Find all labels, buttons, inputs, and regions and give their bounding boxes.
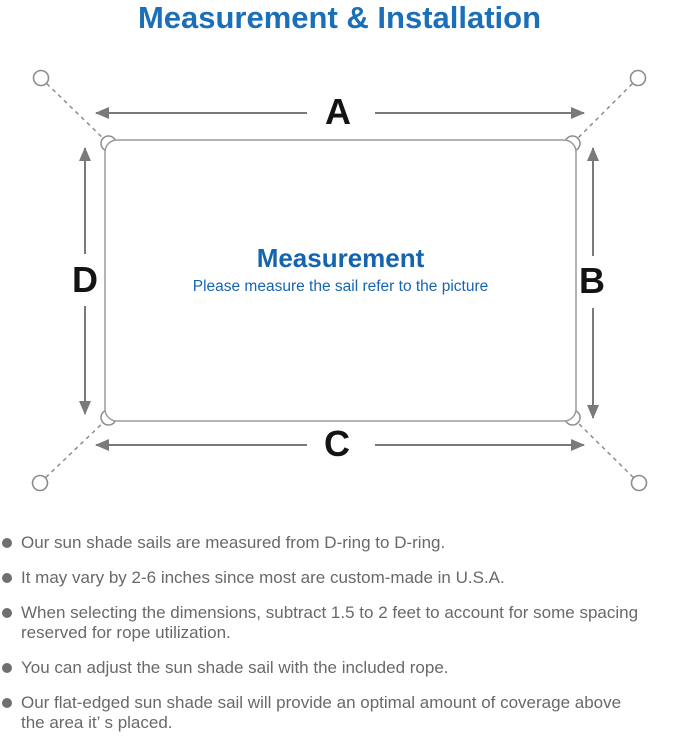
rope-dashed-line	[572, 77, 639, 144]
dimension-arrows	[79, 107, 599, 451]
measurement-subtitle: Please measure the sail refer to the pic…	[192, 278, 489, 295]
note-item: When selecting the dimensions, subtract …	[2, 603, 674, 643]
rope-dashed-line	[40, 77, 109, 144]
page-title: Measurement & Installation	[137, 0, 542, 35]
corner-anchor-ring-icon	[629, 69, 647, 87]
sail-outline	[104, 139, 577, 422]
bullet-icon	[2, 663, 12, 673]
bullet-icon	[2, 538, 12, 548]
corner-anchor-rings	[31, 69, 648, 492]
notes-list: Our sun shade sails are measured from D-…	[2, 533, 674, 739]
bullet-icon	[2, 573, 12, 583]
note-text: When selecting the dimensions, subtract …	[21, 603, 639, 642]
rope-dashed-line	[572, 417, 640, 484]
note-text: It may vary by 2-6 inches since most are…	[21, 568, 505, 587]
note-item: You can adjust the sun shade sail with t…	[2, 658, 674, 678]
dimension-label-d: D	[72, 259, 98, 300]
dimension-label-a: A	[325, 91, 351, 132]
note-item: Our sun shade sails are measured from D-…	[2, 533, 674, 553]
rope-dashed-line	[39, 417, 109, 484]
corner-anchor-ring-icon	[31, 474, 49, 492]
corner-anchor-ring-icon	[32, 69, 50, 87]
note-item: Our flat-edged sun shade sail will provi…	[2, 693, 674, 733]
dimension-label-c: C	[324, 423, 350, 464]
note-text: Our sun shade sails are measured from D-…	[21, 533, 446, 552]
bullet-icon	[2, 698, 12, 708]
sail-measurement-diagram	[31, 69, 648, 492]
note-text: You can adjust the sun shade sail with t…	[21, 658, 449, 677]
dimension-label-b: B	[579, 260, 605, 301]
bullet-icon	[2, 608, 12, 618]
sail-center-text: Measurement Please measure the sail refe…	[105, 243, 576, 299]
measurement-heading: Measurement	[256, 243, 425, 273]
note-item: It may vary by 2-6 inches since most are…	[2, 568, 674, 588]
note-text: Our flat-edged sun shade sail will provi…	[21, 693, 622, 732]
corner-anchor-ring-icon	[630, 474, 648, 492]
